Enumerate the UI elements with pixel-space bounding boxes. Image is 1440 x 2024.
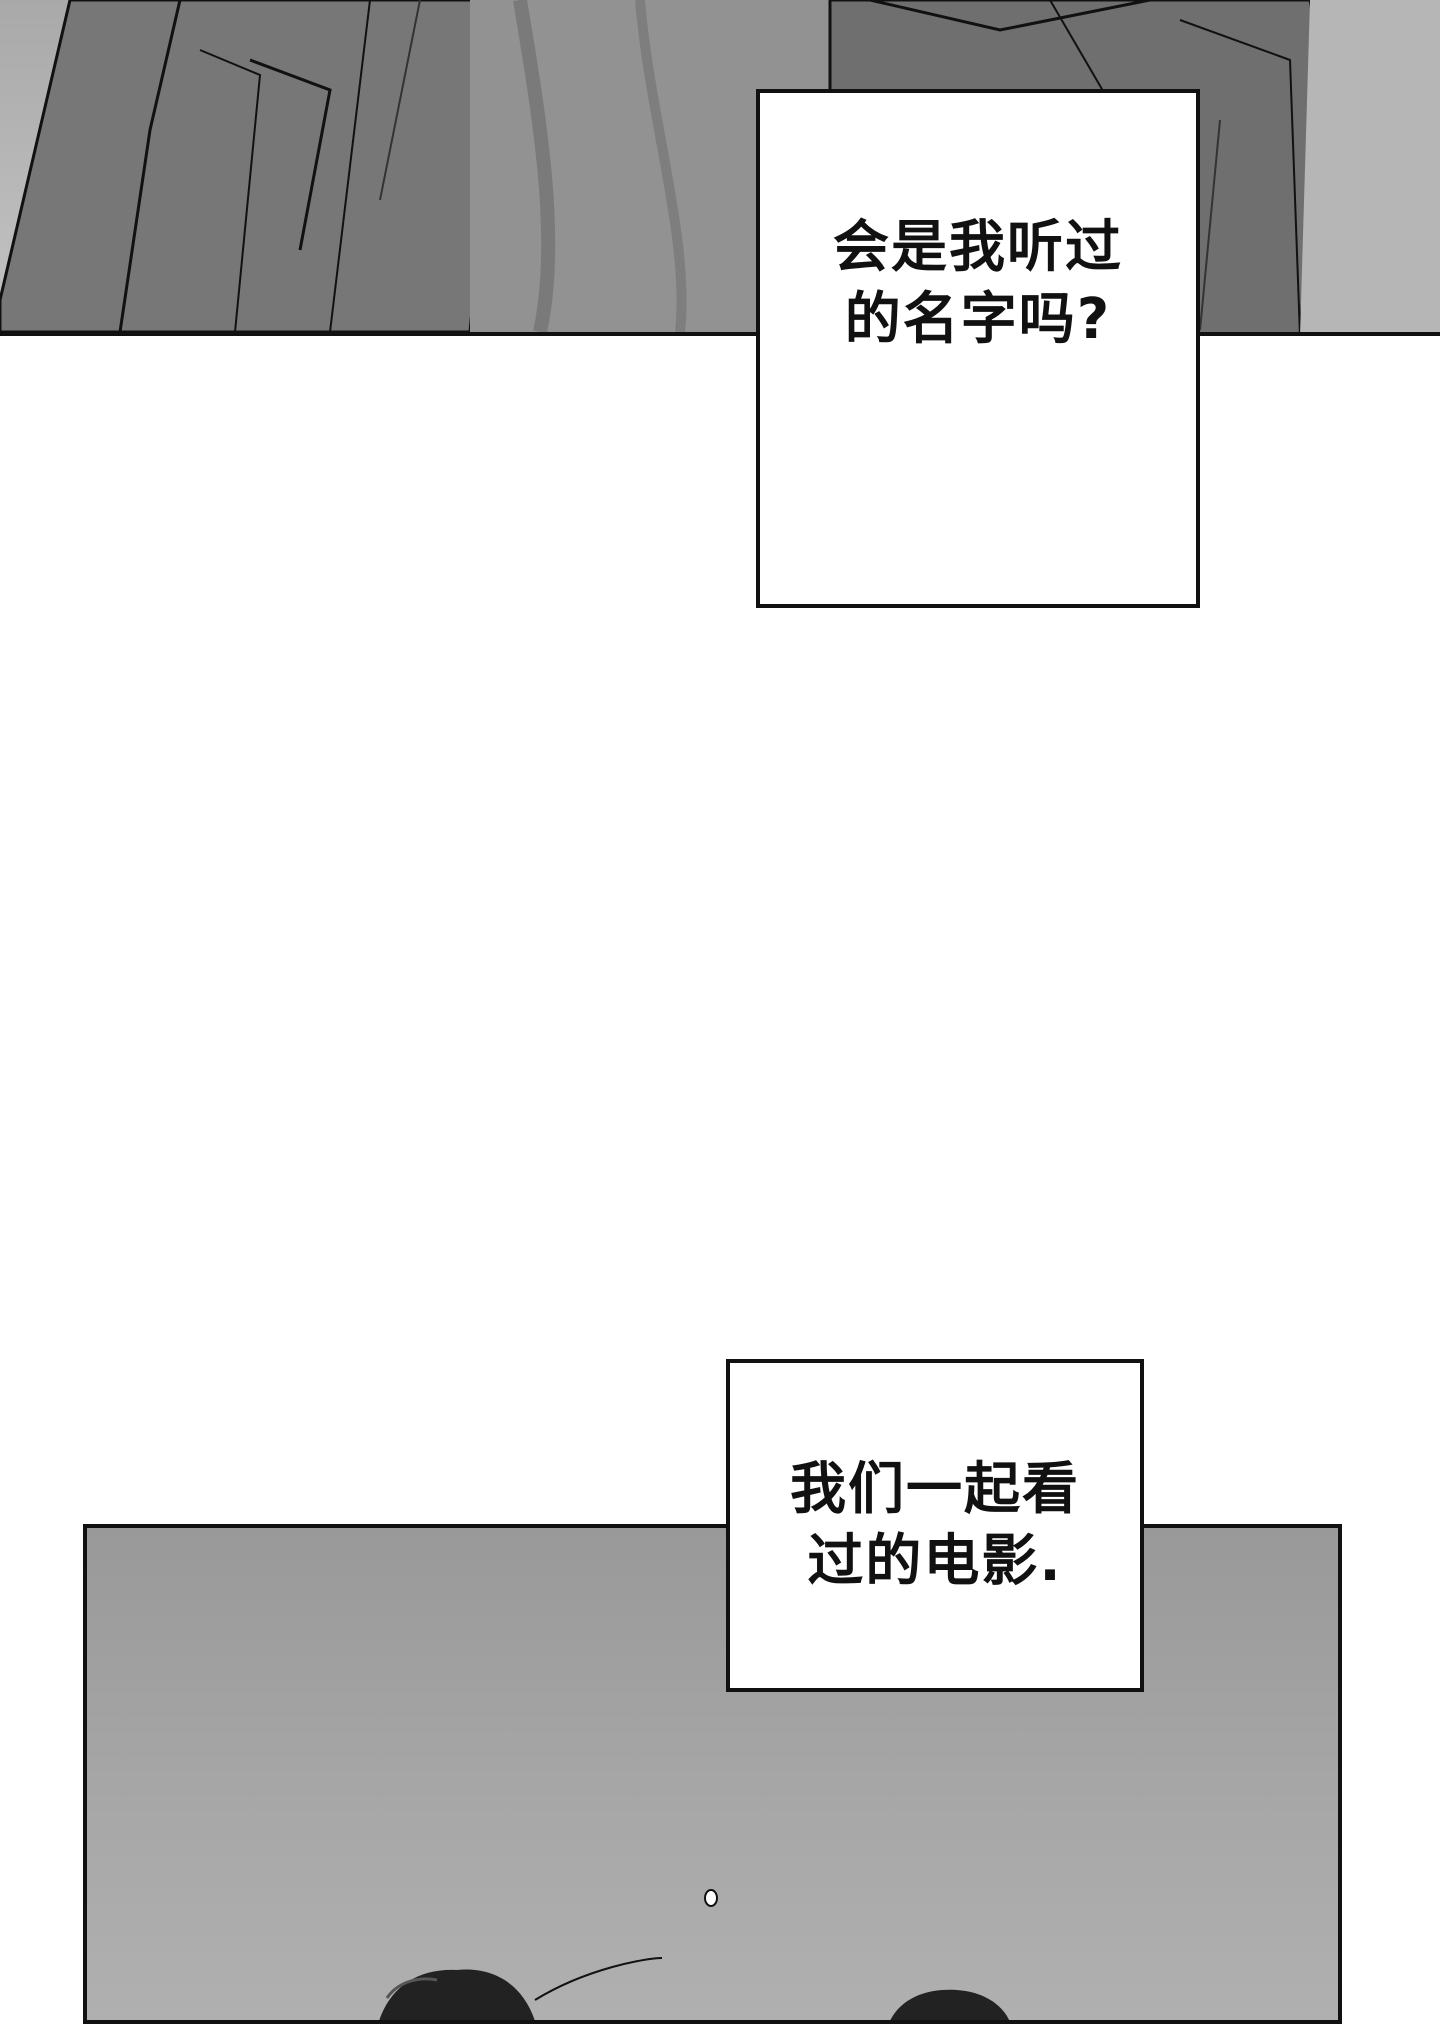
caption-2-text: 我们一起看 过的电影. bbox=[790, 1454, 1080, 1598]
top-comic-panel bbox=[0, 0, 1440, 336]
caption-box-2: 我们一起看 过的电影. bbox=[726, 1359, 1144, 1692]
caption-box-1: 会是我听过 的名字吗? bbox=[756, 89, 1200, 608]
caption-1-line-2: 的名字吗? bbox=[844, 286, 1112, 352]
caption-1-line-1: 会是我听过 bbox=[833, 214, 1123, 280]
clothing-illustration bbox=[0, 0, 1440, 332]
figures-illustration bbox=[379, 1889, 1009, 2020]
caption-1-text: 会是我听过 的名字吗? bbox=[833, 212, 1123, 356]
bottom-comic-panel bbox=[83, 1524, 1342, 2024]
caption-2-line-1: 我们一起看 bbox=[790, 1456, 1080, 1522]
caption-2-line-2: 过的电影. bbox=[807, 1528, 1063, 1594]
